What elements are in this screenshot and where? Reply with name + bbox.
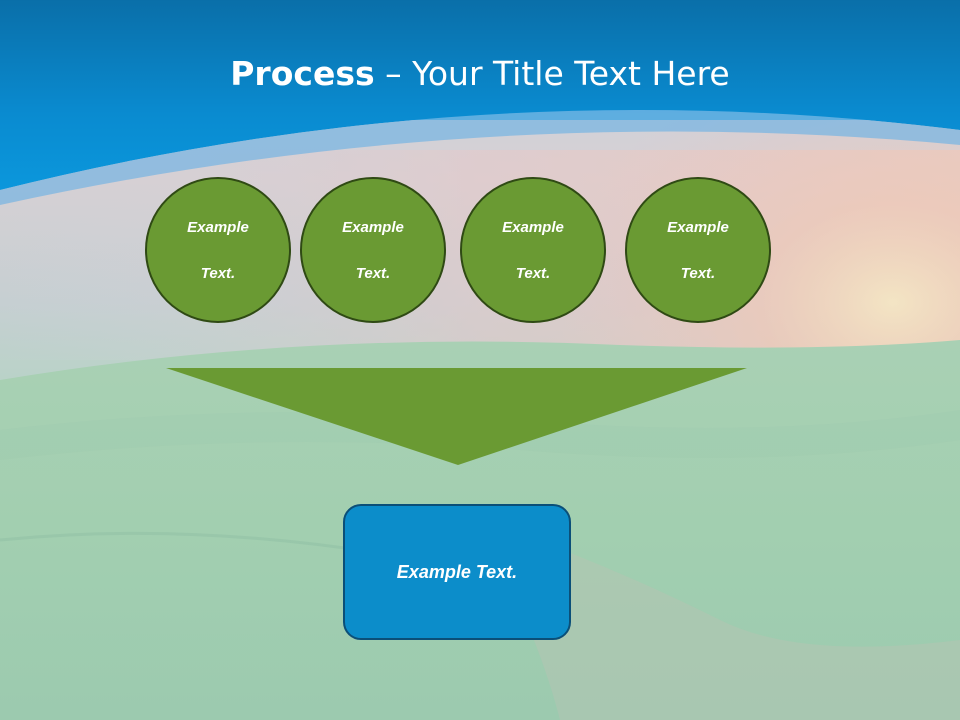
step-label-line1: Example	[502, 218, 564, 236]
step-label-line1: Example	[667, 218, 729, 236]
step-label-line2: Text.	[680, 264, 716, 282]
title-bold: Process	[230, 54, 375, 93]
step-label-line2: Text.	[200, 264, 236, 282]
step-label-line1: Example	[342, 218, 404, 236]
step-label-line2: Text.	[515, 264, 551, 282]
result-label: Example Text.	[396, 561, 518, 582]
funnel-triangle	[166, 368, 747, 465]
result-box: Example Text.	[343, 504, 571, 640]
page-title: Process – Your Title Text Here	[0, 52, 960, 96]
step-label-line2: Text.	[355, 264, 391, 282]
step-label-line1: Example	[187, 218, 249, 236]
title-rest: – Your Title Text Here	[374, 54, 730, 93]
